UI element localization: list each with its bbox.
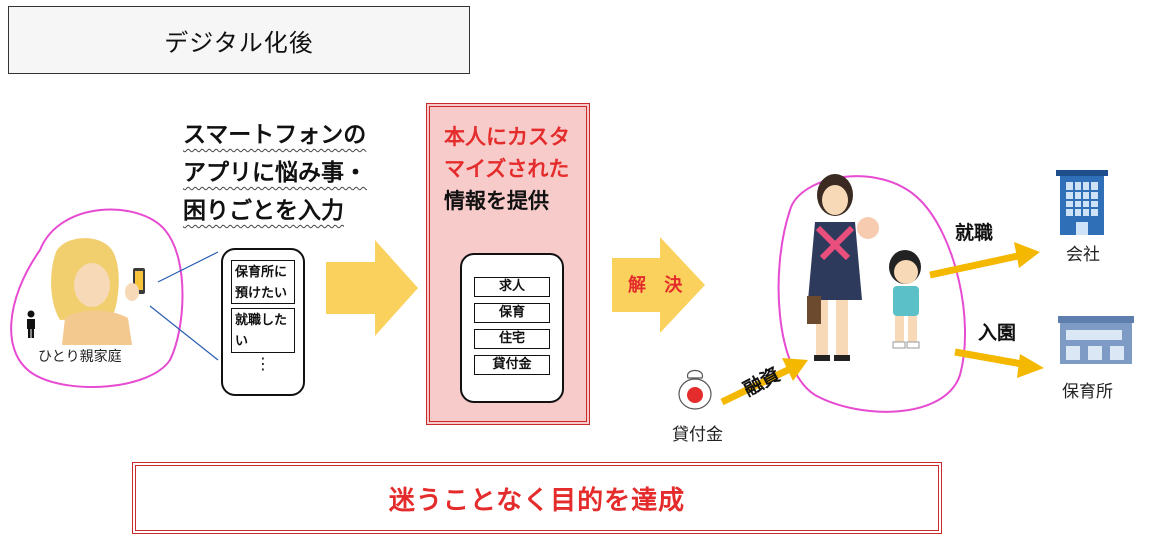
info-tag-housing: 住宅 (474, 329, 550, 349)
connector-line-top (157, 251, 219, 283)
arrow-input-to-info (326, 240, 418, 336)
result-box: 迷うことなく目的を達成 (132, 462, 942, 534)
info-phone-screen: 求人 保育 住宅 貸付金 (460, 253, 564, 403)
info-tag-loan: 貸付金 (474, 355, 550, 375)
result-text: 迷うことなく目的を達成 (388, 485, 686, 516)
phone-screen: 保育所に預けたい 就職したい ⋮ (221, 248, 305, 396)
input-instruction-line-3: 困りごとを入力 (183, 198, 344, 224)
customized-info-text: 本人にカスタマイズされた情報を提供 (444, 121, 584, 217)
money-bag-icon (678, 369, 712, 410)
company-building-icon (1056, 170, 1108, 235)
connector-line-bottom (149, 305, 219, 361)
customized-info-box: 本人にカスタマイズされた情報を提供 求人 保育 住宅 貸付金 (426, 103, 590, 425)
arrow-loan (720, 358, 808, 406)
nursery-label: 保育所 (1062, 382, 1113, 402)
info-tag-jobs: 求人 (474, 277, 550, 297)
concern-chip-nursery: 保育所に預けたい (231, 260, 295, 304)
nursery-enter-label: 入園 (978, 322, 1017, 344)
customized-info-text-black: 情報を提供 (444, 189, 549, 213)
resolution-label: 解 決 (628, 275, 689, 296)
mother-phone-illustration (51, 238, 145, 345)
single-parent-label: ひとり親家庭 (38, 349, 122, 365)
arrow-info-to-resolution (612, 237, 705, 333)
arrow-to-nursery (954, 348, 1044, 378)
nursery-building-icon (1058, 316, 1134, 364)
input-instruction-line-2: アプリに悩み事・ (183, 160, 367, 186)
single-parent-outline (10, 208, 184, 388)
mother-with-child-illustration (807, 174, 879, 361)
job-label: 就職 (955, 222, 994, 244)
family-outline (777, 175, 967, 413)
person-icon (27, 310, 35, 338)
input-instruction-line-1: スマートフォンの (183, 122, 367, 148)
loan-source-label: 貸付金 (672, 425, 723, 445)
concern-chip-job: 就職したい (231, 308, 295, 353)
page-title: デジタル化後 (164, 28, 314, 57)
company-label: 会社 (1066, 245, 1100, 265)
more-items-icon: ⋮ (255, 354, 271, 373)
arrow-to-company (929, 242, 1040, 279)
title-box: デジタル化後 (8, 6, 470, 74)
customized-info-text-red: 本人にカスタマイズされた (444, 125, 570, 181)
input-instruction: スマートフォンの アプリに悩み事・ 困りごとを入力 (183, 116, 413, 230)
info-tag-childcare: 保育 (474, 303, 550, 323)
child-illustration (889, 250, 921, 349)
